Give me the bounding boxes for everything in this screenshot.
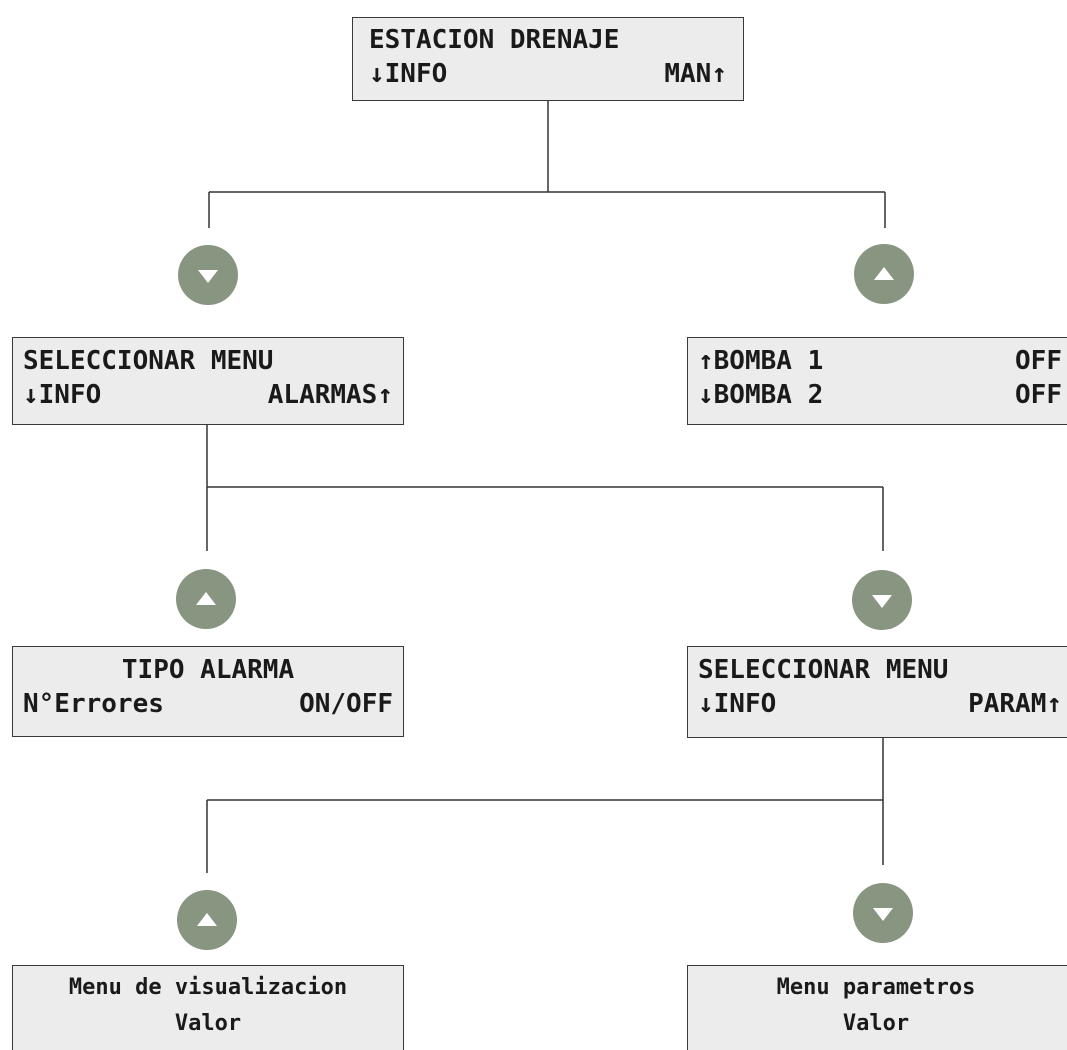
menu1-right-down-button[interactable]	[852, 570, 912, 630]
select-menu-2-info-label: ↓INFO	[698, 689, 777, 719]
menu1-left-up-button[interactable]	[176, 569, 236, 629]
up-arrow-icon	[874, 266, 894, 280]
root-title: ESTACION DRENAJE	[369, 25, 620, 55]
select-menu-2-line2: ↓INFO PARAM↑	[698, 687, 1067, 721]
menu-visualizacion-display: Menu de visualizacion Valor	[12, 965, 404, 1050]
menu2-right-down-button[interactable]	[853, 883, 913, 943]
up-arrow-icon	[196, 591, 216, 605]
bomba-2-label: ↓BOMBA 2	[698, 380, 824, 410]
menu-parametros-line2: Valor	[698, 1006, 1067, 1042]
select-menu-1-display: SELECCIONAR MENU ↓INFO ALARMAS↑	[12, 337, 404, 425]
up-arrow-icon	[197, 912, 217, 926]
root-info-label: ↓INFO	[369, 59, 448, 89]
tipo-alarma-errors-label: N°Errores	[23, 689, 164, 719]
bombas-row-2: ↓BOMBA 2 OFF	[698, 378, 1067, 412]
select-menu-1-line2: ↓INFO ALARMAS↑	[23, 378, 393, 412]
menu-parametros-value: Valor	[842, 1011, 910, 1036]
root-left-down-button[interactable]	[178, 245, 238, 305]
tipo-alarma-display: TIPO ALARMA N°Errores ON/OFF	[12, 646, 404, 737]
bomba-2-status: OFF	[1015, 380, 1062, 410]
select-menu-1-alarmas-label: ALARMAS↑	[267, 380, 393, 410]
select-menu-2-param-label: PARAM↑	[968, 689, 1062, 719]
menu-visualizacion-line2: Valor	[23, 1006, 393, 1042]
bomba-1-label: ↑BOMBA 1	[698, 346, 824, 376]
select-menu-2-line1: SELECCIONAR MENU	[698, 653, 1067, 687]
select-menu-2-display: SELECCIONAR MENU ↓INFO PARAM↑	[687, 646, 1067, 738]
root-line2: ↓INFO MAN↑	[369, 57, 727, 91]
bombas-display: ↑BOMBA 1 OFF ↓BOMBA 2 OFF	[687, 337, 1067, 425]
tipo-alarma-onoff-label: ON/OFF	[299, 689, 393, 719]
menu-visualizacion-line1: Menu de visualizacion	[23, 970, 393, 1006]
bombas-row-1: ↑BOMBA 1 OFF	[698, 344, 1067, 378]
select-menu-1-line1: SELECCIONAR MENU	[23, 344, 393, 378]
tipo-alarma-line2: N°Errores ON/OFF	[23, 687, 393, 721]
menu-parametros-line1: Menu parametros	[698, 970, 1067, 1006]
select-menu-1-info-label: ↓INFO	[23, 380, 102, 410]
menu2-left-up-button[interactable]	[177, 890, 237, 950]
menu-parametros-display: Menu parametros Valor	[687, 965, 1067, 1050]
root-right-up-button[interactable]	[854, 244, 914, 304]
menu-parametros-title: Menu parametros	[776, 975, 976, 1000]
root-man-label: MAN↑	[664, 59, 727, 89]
down-arrow-icon	[198, 270, 218, 283]
tipo-alarma-line1: TIPO ALARMA	[23, 653, 393, 687]
tipo-alarma-title: TIPO ALARMA	[121, 655, 295, 685]
menu-visualizacion-title: Menu de visualizacion	[68, 975, 348, 1000]
down-arrow-icon	[872, 595, 892, 608]
root-line1: ESTACION DRENAJE	[369, 23, 727, 57]
root-display: ESTACION DRENAJE ↓INFO MAN↑	[352, 17, 744, 101]
bomba-1-status: OFF	[1015, 346, 1062, 376]
down-arrow-icon	[873, 908, 893, 921]
select-menu-2-title: SELECCIONAR MENU	[698, 655, 949, 685]
menu-visualizacion-value: Valor	[174, 1011, 242, 1036]
select-menu-1-title: SELECCIONAR MENU	[23, 346, 274, 376]
